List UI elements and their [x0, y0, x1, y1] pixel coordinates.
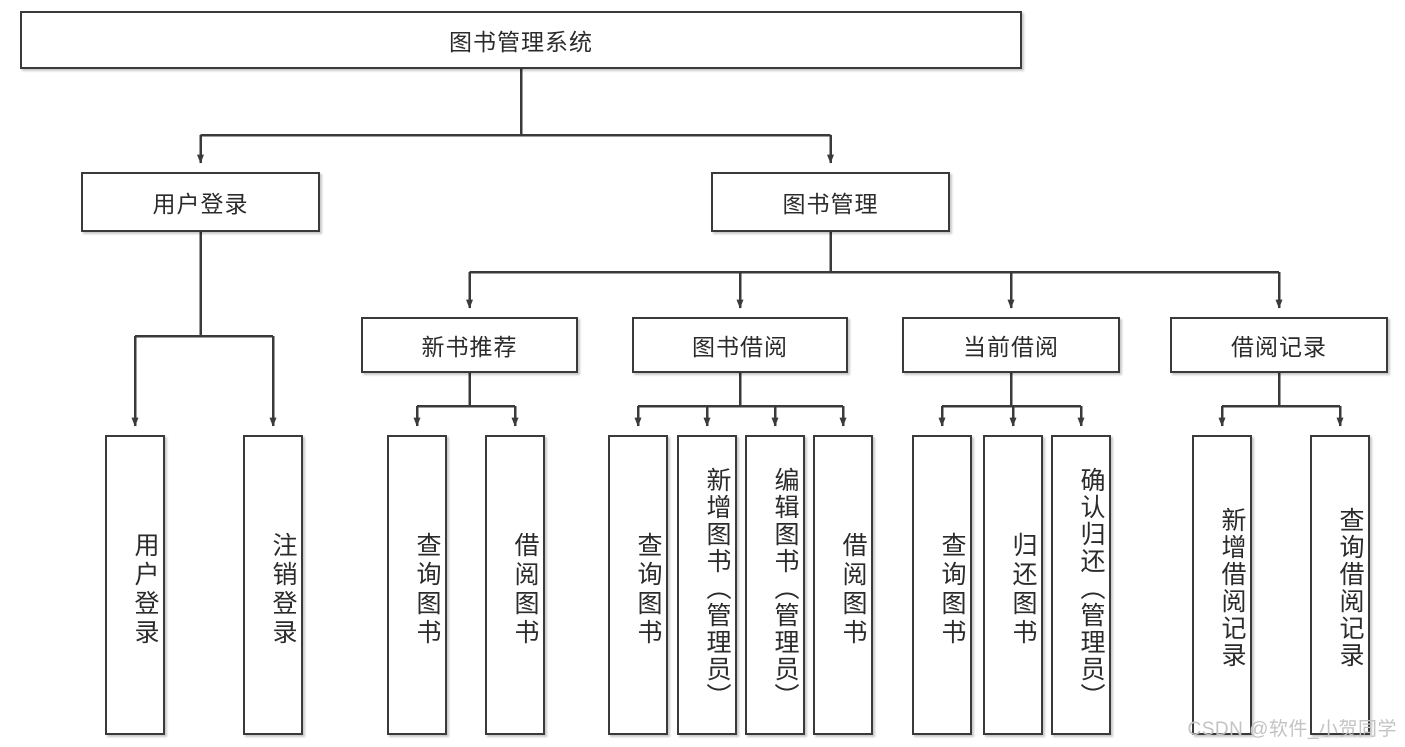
- node-leaf-rec-borrow[interactable]: 借阅图书: [485, 435, 545, 735]
- node-leaf-rec-query[interactable]: 查询图书: [387, 435, 447, 735]
- node-leaf-bb-query[interactable]: 查询图书: [608, 435, 668, 735]
- node-leaf-user-logout[interactable]: 注销登录: [243, 435, 303, 735]
- node-label: 确认归还（管理员）: [1077, 466, 1105, 710]
- node-label: 编辑图书（管理员）: [771, 466, 799, 710]
- node-leaf-br-add[interactable]: 新增借阅记录: [1192, 435, 1252, 735]
- node-book-manage[interactable]: 图书管理: [711, 172, 950, 232]
- node-leaf-cb-return[interactable]: 归还图书: [983, 435, 1043, 735]
- node-borrow-record[interactable]: 借阅记录: [1170, 317, 1388, 373]
- node-label: 查询图书: [634, 532, 662, 648]
- node-label: 新增图书（管理员）: [703, 466, 731, 710]
- node-root[interactable]: 图书管理系统: [20, 11, 1022, 69]
- node-label: 查询借阅记录: [1336, 507, 1364, 669]
- node-label: 借阅记录: [1231, 334, 1327, 360]
- node-current-borrow[interactable]: 当前借阅: [902, 317, 1120, 373]
- node-label: 用户登录: [152, 191, 249, 217]
- node-label: 图书管理系统: [449, 29, 593, 55]
- node-label: 归还图书: [1009, 532, 1037, 648]
- node-label: 借阅图书: [511, 532, 539, 648]
- node-label: 图书借阅: [692, 334, 788, 360]
- node-leaf-br-query[interactable]: 查询借阅记录: [1310, 435, 1370, 735]
- node-new-book-rec[interactable]: 新书推荐: [361, 317, 578, 373]
- node-leaf-cb-confirm[interactable]: 确认归还（管理员）: [1051, 435, 1111, 735]
- node-label: 新书推荐: [421, 334, 518, 360]
- node-leaf-bb-borrow[interactable]: 借阅图书: [813, 435, 873, 735]
- node-label: 借阅图书: [839, 532, 867, 648]
- node-label: 新增借阅记录: [1218, 507, 1246, 669]
- node-leaf-user-login[interactable]: 用户登录: [105, 435, 165, 735]
- node-label: 查询图书: [938, 532, 966, 648]
- node-label: 用户登录: [131, 532, 159, 648]
- node-leaf-bb-add[interactable]: 新增图书（管理员）: [677, 435, 737, 735]
- node-label: 注销登录: [269, 532, 297, 648]
- node-label: 图书管理: [782, 191, 879, 217]
- node-leaf-cb-query[interactable]: 查询图书: [912, 435, 972, 735]
- node-book-borrow[interactable]: 图书借阅: [632, 317, 848, 373]
- csdn-watermark: CSDN @软件_小贺同学: [1187, 719, 1397, 740]
- node-leaf-bb-edit[interactable]: 编辑图书（管理员）: [745, 435, 805, 735]
- node-label: 当前借阅: [963, 334, 1059, 360]
- node-user-login[interactable]: 用户登录: [81, 172, 320, 232]
- node-label: 查询图书: [413, 532, 441, 648]
